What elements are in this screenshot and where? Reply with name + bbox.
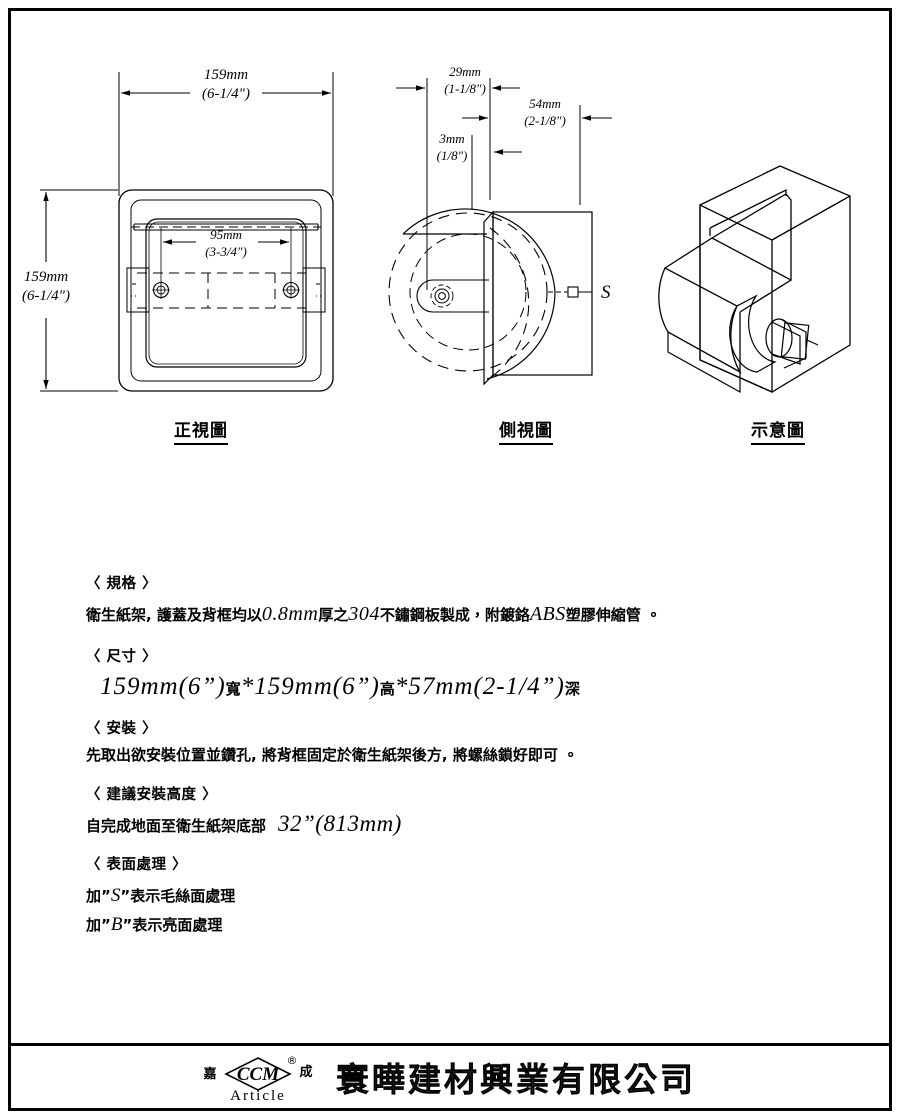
company-name: 寰曄建材興業有限公司	[336, 1060, 696, 1099]
size-height-unit: 高	[379, 680, 395, 698]
spec-value-grade: 304	[348, 603, 380, 625]
spec-section-installation: 〈 安裝 〉 先取出欲安裝位置並鑽孔, 將背框固定於衛生紙架後方, 將螺絲鎖好即…	[86, 717, 876, 767]
logo-diamond-shape	[224, 1057, 292, 1091]
finish-b-pre: 加”	[86, 916, 111, 935]
iso-view-drawing	[658, 165, 851, 394]
finish-s-code: S	[110, 884, 121, 906]
size-width-unit: 寬	[225, 680, 241, 698]
side-view-drawing	[388, 78, 612, 386]
size-sep-1: *	[240, 673, 255, 700]
specification-block: 〈 規格 〉 衛生紙架, 護蓋及背框均以0.8mm厚之304不鏽鋼板製成，附鍍鉻…	[86, 572, 876, 956]
front-view-drawing	[40, 72, 334, 392]
spec-heading-installation: 〈 安裝 〉	[86, 721, 158, 737]
company-logo: CCM ® 嘉 成 Article	[196, 1052, 328, 1102]
technical-drawing-canvas	[40, 72, 851, 394]
spec-text-pre: 衛生紙架, 護蓋及背框均以	[86, 606, 262, 624]
mounting-height-value: 32”(813mm)	[278, 810, 402, 836]
spec-section-size: 〈 尺寸 〉 159mm(6”)寬*159mm(6”)高*57mm(2-1/4”…	[86, 645, 876, 701]
spec-value-thickness: 0.8mm	[261, 603, 319, 625]
page-border	[8, 8, 892, 1111]
footer-divider	[11, 1043, 889, 1046]
spec-heading-size: 〈 尺寸 〉	[86, 649, 158, 665]
finish-s-pre: 加”	[86, 886, 111, 905]
finish-b-post: ”表示亮面處理	[122, 916, 223, 935]
caption-iso-view: 示意圖	[751, 416, 805, 445]
spec-heading-mounting-height: 〈 建議安裝高度 〉	[86, 786, 218, 803]
mounting-height-text: 自完成地面至衛生紙架底部	[86, 816, 267, 835]
spec-text-mid1: 厚之	[318, 606, 349, 624]
spec-finish-line-b: 加”B”表示亮面處理	[86, 910, 876, 939]
logo-ccm-text: CCM	[237, 1064, 280, 1085]
finish-s-post: ”表示毛絲面處理	[120, 886, 236, 905]
caption-front-view: 正視圖	[174, 416, 228, 445]
spec-section-specification: 〈 規格 〉 衛生紙架, 護蓋及背框均以0.8mm厚之304不鏽鋼板製成，附鍍鉻…	[86, 572, 876, 629]
finish-b-code: B	[110, 914, 123, 936]
size-width: 159mm(6”)	[100, 673, 226, 700]
spec-text-mid2: 不鏽鋼板製成，附鍍鉻	[379, 606, 530, 624]
spec-body-size: 159mm(6”)寬*159mm(6”)高*57mm(2-1/4”)深	[86, 673, 876, 701]
ccm-logo-mark: CCM ® 嘉 成 Article	[202, 1054, 312, 1102]
spec-body-mounting-height: 自完成地面至衛生紙架底部 32”(813mm)	[86, 811, 876, 837]
spec-body-installation: 先取出欲安裝位置並鑽孔, 將背框固定於衛生紙架後方, 將螺絲鎖好即可 。	[86, 746, 579, 764]
page-footer: CCM ® 嘉 成 Article 寰曄建材興業有限公司	[11, 1046, 889, 1108]
size-depth: 57mm(2-1/4”)	[408, 673, 565, 700]
spec-body-specification: 衛生紙架, 護蓋及背框均以0.8mm厚之304不鏽鋼板製成，附鍍鉻ABS塑膠伸縮…	[86, 600, 876, 629]
size-height: 159mm(6”)	[254, 673, 380, 700]
spec-heading-specification: 〈 規格 〉	[86, 576, 158, 592]
caption-side-view: 側視圖	[499, 416, 553, 445]
spec-heading-surface-finish: 〈 表面處理 〉	[86, 856, 188, 873]
spec-value-abs: ABS	[529, 603, 566, 625]
spec-finish-line-s: 加”S”表示毛絲面處理	[86, 881, 876, 910]
logo-left-char: 嘉	[202, 1066, 216, 1082]
size-depth-unit: 深	[564, 680, 580, 698]
size-sep-2: *	[394, 673, 409, 700]
spec-section-mounting-height: 〈 建議安裝高度 〉 自完成地面至衛生紙架底部 32”(813mm)	[86, 783, 876, 837]
spec-text-post: 塑膠伸縮管 。	[565, 606, 662, 624]
logo-sub-text: Article	[230, 1088, 286, 1102]
spec-section-surface-finish: 〈 表面處理 〉 加”S”表示毛絲面處理 加”B”表示亮面處理	[86, 853, 876, 940]
logo-registered-icon: ®	[287, 1054, 298, 1067]
logo-right-char: 成	[299, 1064, 312, 1080]
